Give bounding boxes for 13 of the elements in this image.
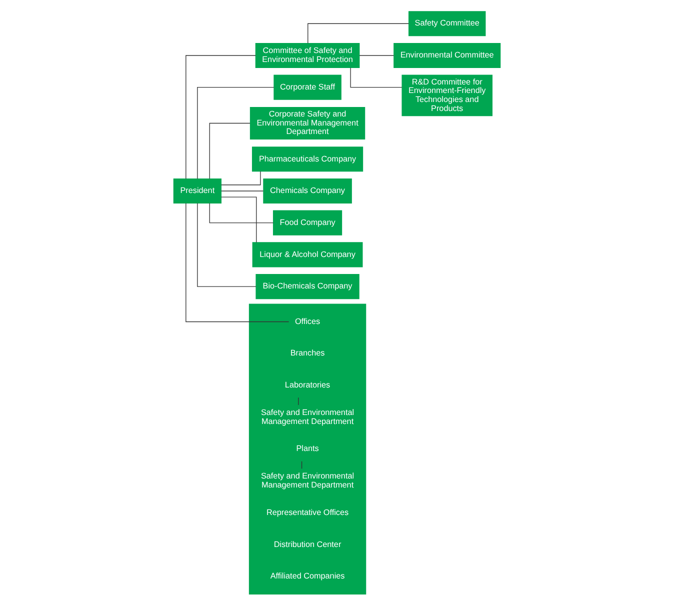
connector <box>359 55 394 56</box>
cluster <box>248 304 366 594</box>
connector <box>209 122 250 179</box>
connector <box>308 23 410 44</box>
connector <box>350 67 402 88</box>
connector <box>186 55 256 180</box>
connector <box>220 171 261 186</box>
connector <box>197 87 274 180</box>
connector <box>209 202 274 224</box>
connector <box>197 202 256 287</box>
connector <box>186 202 290 322</box>
connector <box>220 190 264 192</box>
connector <box>220 196 257 243</box>
